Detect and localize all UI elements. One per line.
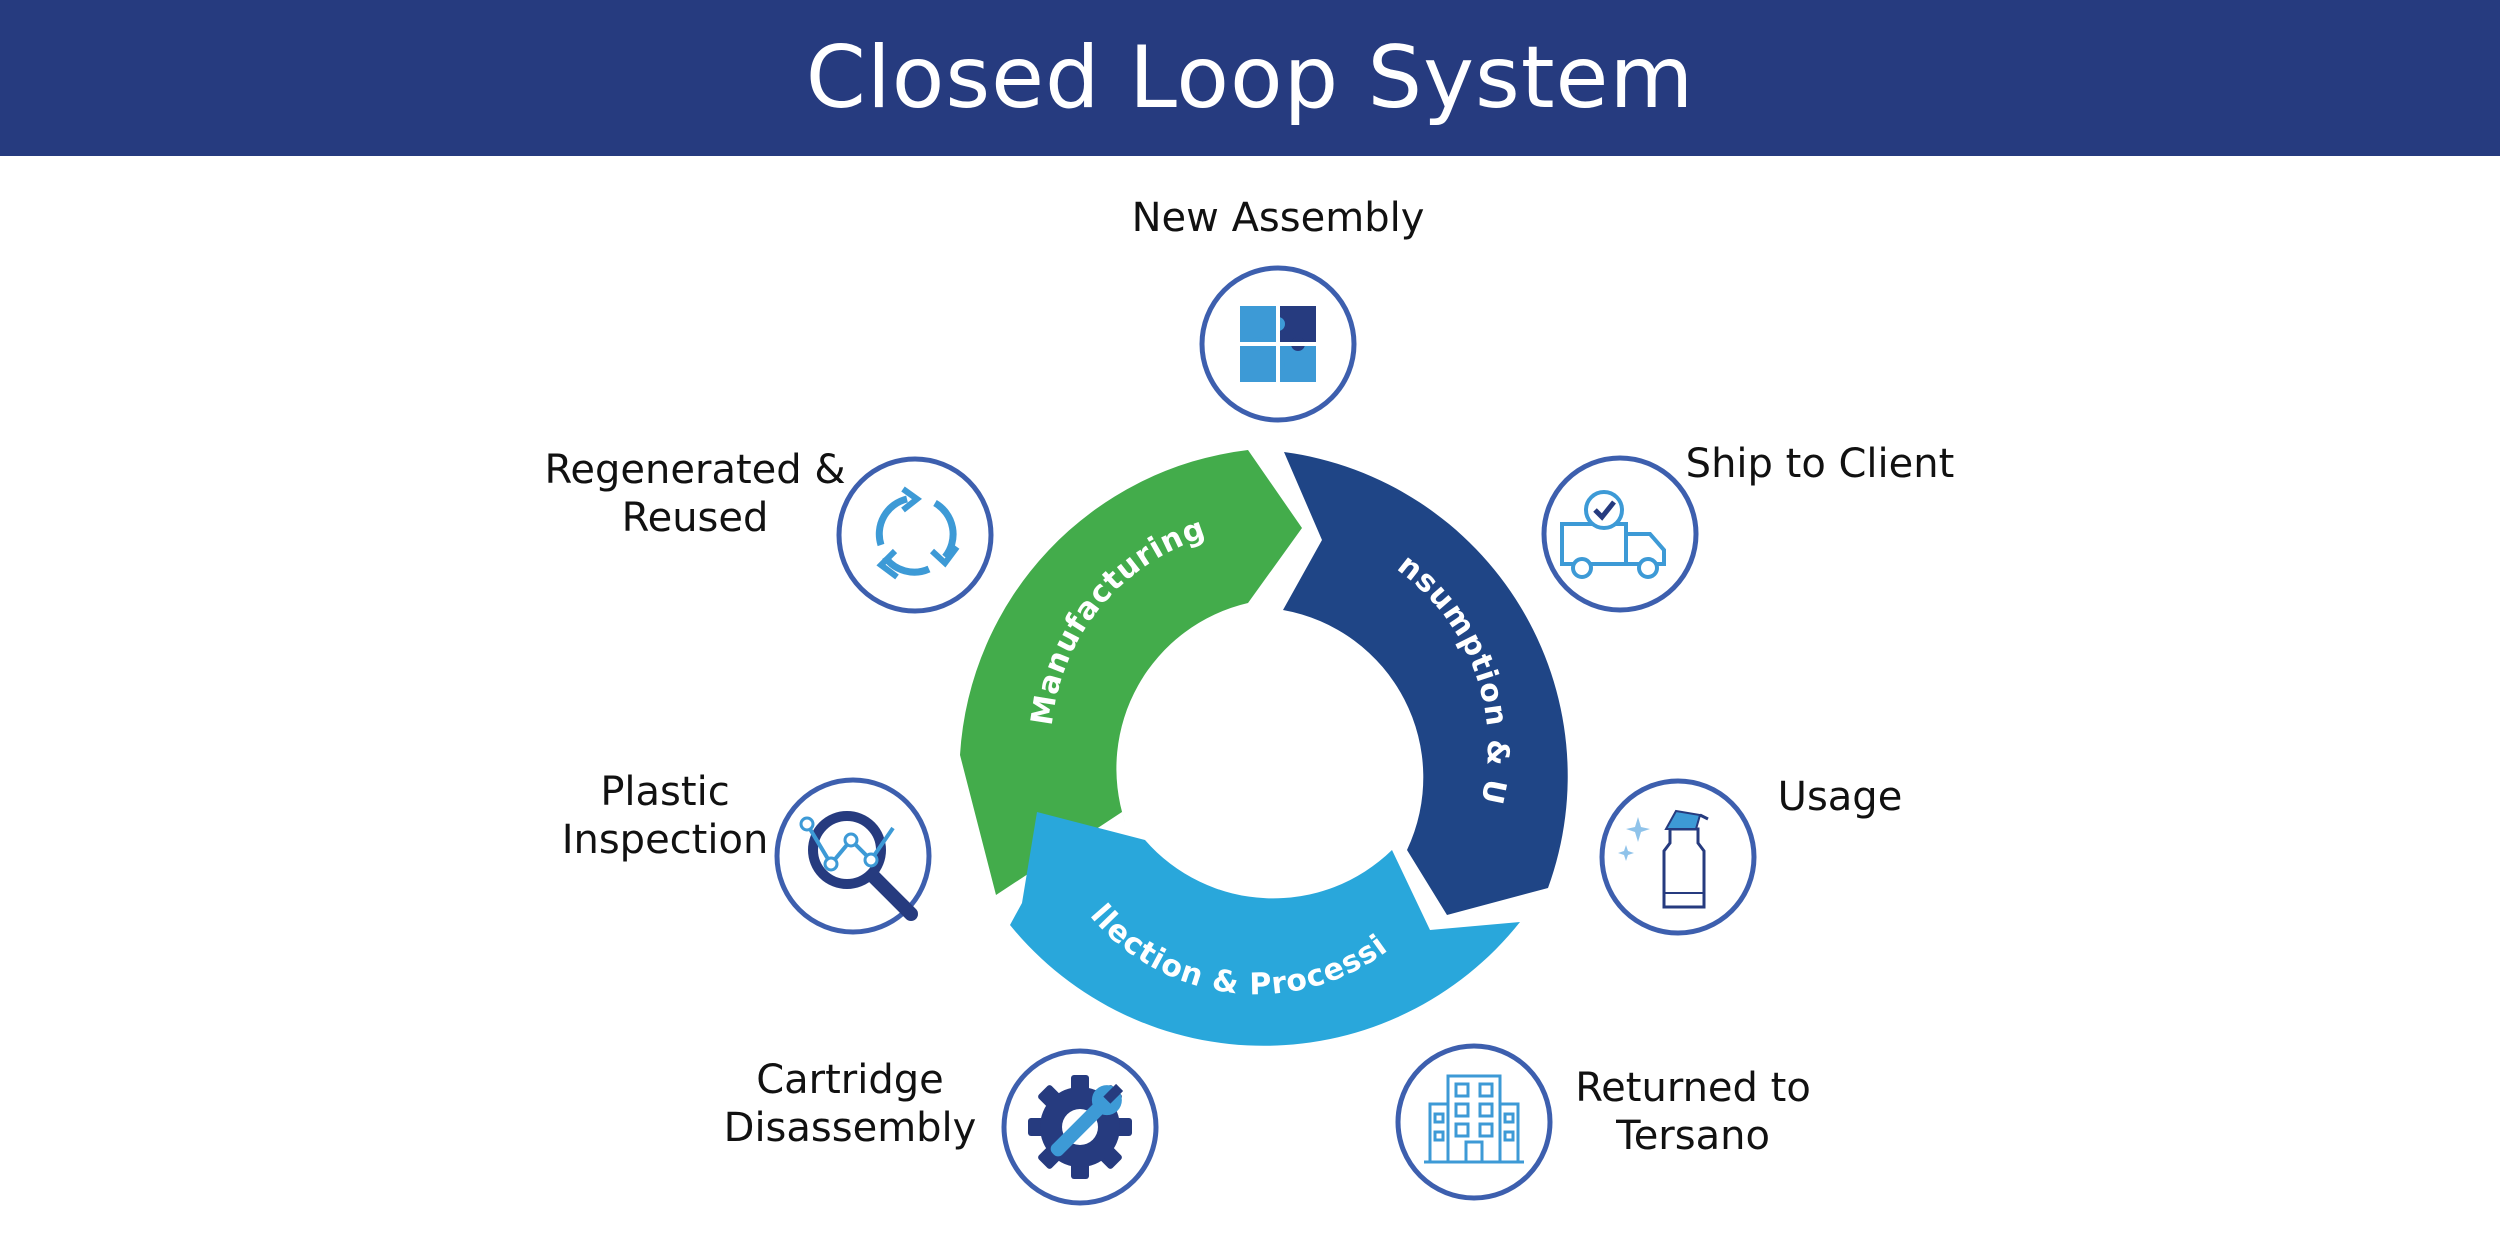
collection-arrow-segment: [1010, 812, 1520, 1046]
page-title: Closed Loop System: [805, 28, 1695, 128]
step-label-usage: Usage: [1777, 774, 1903, 820]
step-regenerated-reused-node: [836, 456, 994, 614]
magnifier-chart-icon: [799, 811, 918, 921]
step-plastic-inspection-node: [774, 777, 932, 935]
step-label-cartridge-disassembly: Cartridge Disassembly: [723, 1057, 977, 1151]
step-returned-to-tersano-node: [1395, 1043, 1553, 1201]
delivery-truck-icon: [1560, 490, 1666, 579]
step-ship-to-client-node: [1541, 455, 1699, 613]
step-cartridge-disassembly-node: [1001, 1048, 1159, 1206]
consumption-arrow-segment: [1283, 452, 1568, 915]
step-label-returned-to-tersano: Returned to Tersano: [1575, 1065, 1811, 1159]
building-icon: [1424, 1074, 1524, 1164]
title-banner: Closed Loop System: [0, 0, 2500, 156]
step-label-plastic-inspection: Plastic Inspection: [561, 769, 769, 863]
recycle-arrows-icon: [875, 486, 960, 580]
gear-wrench-icon: [1028, 1075, 1132, 1179]
step-usage-node: [1599, 778, 1757, 936]
spray-bottle-icon: [1618, 809, 1709, 909]
step-label-ship-to-client: Ship to Client: [1685, 441, 1955, 487]
manufacturing-arrow-segment: [960, 450, 1302, 895]
step-new-assembly-node: [1199, 265, 1357, 423]
puzzle-icon: [1240, 306, 1316, 382]
step-label-new-assembly: New Assembly: [1131, 195, 1425, 241]
step-label-regenerated-reused: Regenerated & Reused: [544, 447, 846, 541]
